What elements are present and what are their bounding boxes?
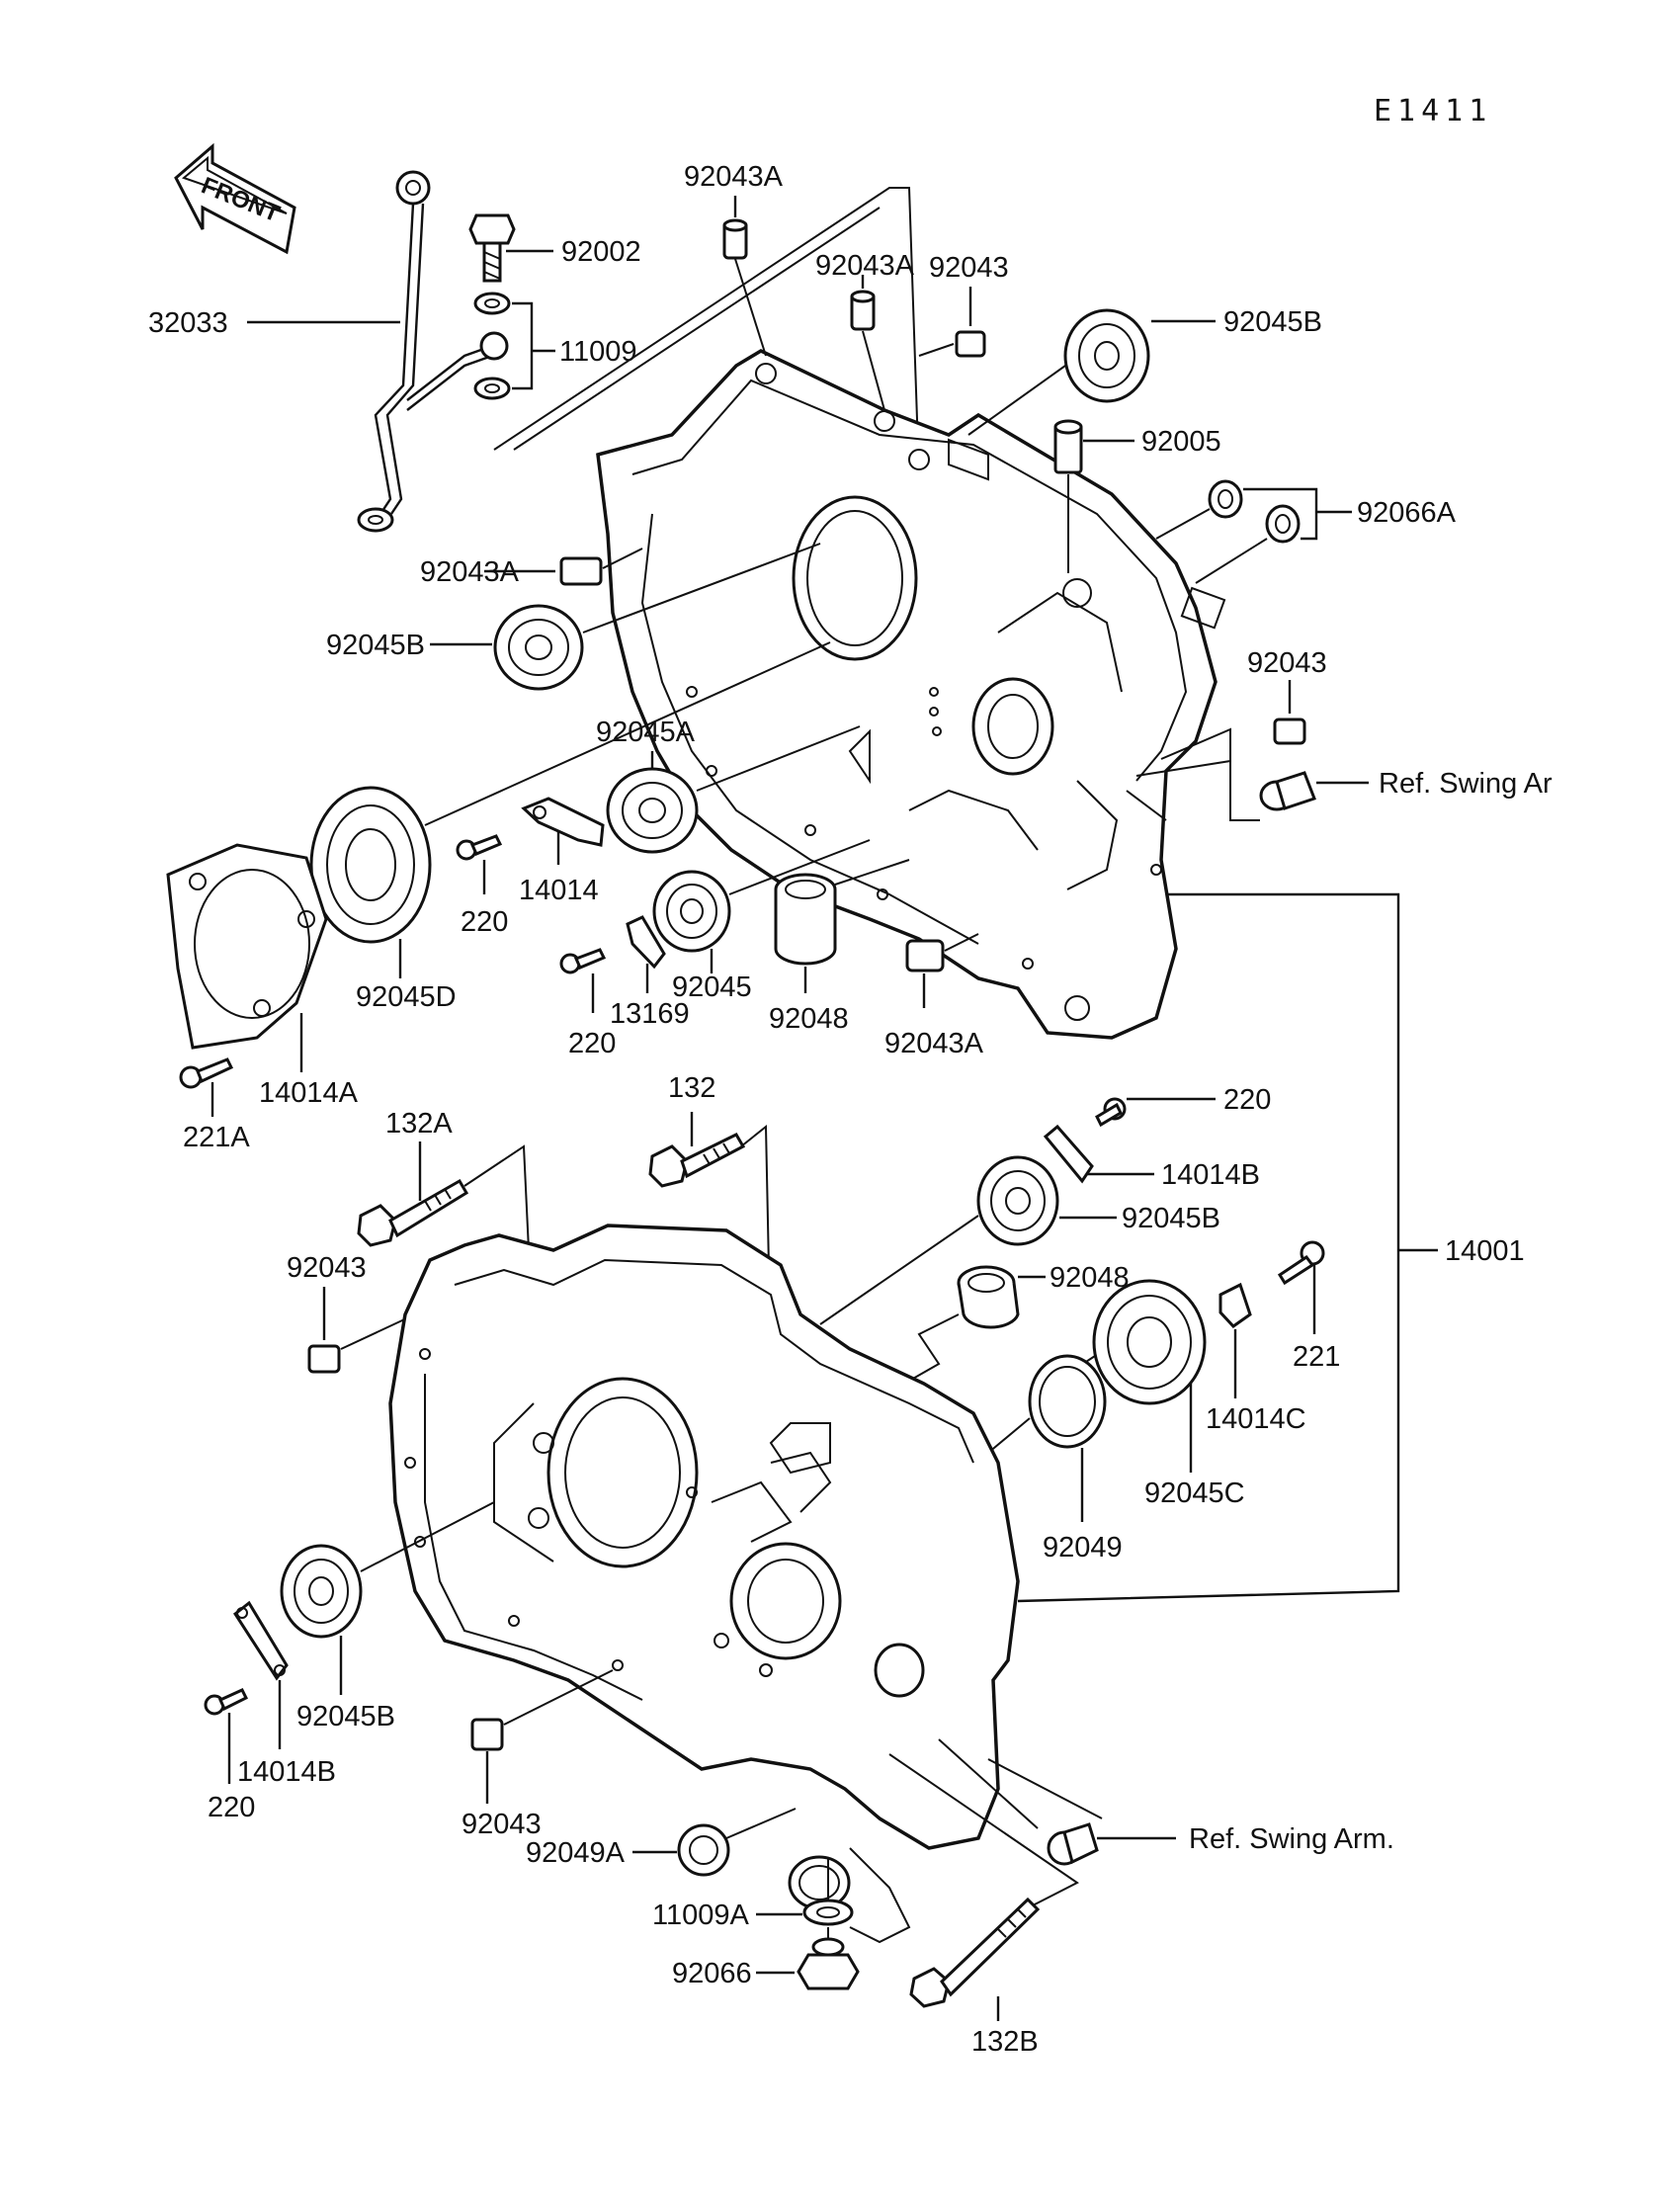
bearing-92045-part xyxy=(652,870,731,953)
label-220a: 220 xyxy=(461,906,508,938)
bearing-92045A-part xyxy=(606,767,699,854)
dowel-92043-right-part xyxy=(1273,718,1306,745)
label-92043-right: 92043 xyxy=(1247,647,1327,679)
label-221A: 221A xyxy=(183,1122,250,1153)
diagram-code: E1411 xyxy=(1374,94,1492,128)
label-92045C: 92045C xyxy=(1144,1478,1245,1509)
screw-221-part xyxy=(1277,1240,1325,1286)
dowel-92043-top-part xyxy=(955,330,986,358)
collar-ref-swing-upper-part xyxy=(1259,771,1316,811)
label-32033: 32033 xyxy=(148,307,228,339)
bearing-92045D-part xyxy=(309,786,432,944)
label-92043-left: 92043 xyxy=(287,1252,367,1284)
screw-220b-part xyxy=(559,948,607,974)
plate-14014-part xyxy=(521,797,605,847)
bolt-132-part xyxy=(648,1133,746,1188)
label-92049: 92049 xyxy=(1043,1532,1123,1563)
washers-11009-part xyxy=(473,292,511,400)
label-92045: 92045 xyxy=(672,972,752,1003)
upper-crankcase-part xyxy=(596,349,1226,1040)
pin-92005-part xyxy=(1053,419,1083,474)
washer-11009A-part xyxy=(802,1899,854,1926)
dowel-92043A-bot-part xyxy=(905,939,945,972)
label-14014A: 14014A xyxy=(259,1077,359,1109)
dowel-92043-bot-part xyxy=(470,1718,504,1751)
label-220b: 220 xyxy=(568,1028,616,1059)
bearing-92045C-part xyxy=(1092,1279,1207,1405)
label-221: 221 xyxy=(1293,1341,1340,1373)
bolt-132B-part xyxy=(909,1897,1041,2008)
label-92045B-bot: 92045B xyxy=(296,1701,395,1732)
dowel-92043A-top-part xyxy=(722,218,748,260)
plate-14014B-top-part xyxy=(1043,1124,1094,1184)
label-92045B-left: 92045B xyxy=(326,630,425,661)
screw-221A-part xyxy=(179,1057,234,1089)
label-132B: 132B xyxy=(971,2026,1039,2058)
label-132: 132 xyxy=(668,1072,715,1104)
label-14014C: 14014C xyxy=(1206,1403,1306,1435)
label-220d: 220 xyxy=(208,1792,255,1823)
label-92043A-mid: 92043A xyxy=(815,250,915,282)
label-92043A-top: 92043A xyxy=(684,161,784,193)
label-132A: 132A xyxy=(385,1108,453,1140)
cover-plate-14014A-part xyxy=(166,843,328,1050)
collar-92049A-part xyxy=(677,1823,730,1877)
dowel-92043A-mid-part xyxy=(850,290,876,331)
label-92002: 92002 xyxy=(561,236,641,268)
dowel-92043A-left-part xyxy=(559,556,603,586)
label-14001: 14001 xyxy=(1445,1235,1525,1267)
ref-swing-upper: Ref. Swing Ar xyxy=(1379,768,1553,800)
seal-92049-part xyxy=(1028,1354,1107,1449)
label-13169: 13169 xyxy=(610,998,690,1030)
label-11009A: 11009A xyxy=(652,1900,749,1931)
screw-220d-part xyxy=(204,1688,249,1716)
seals-92066A-part xyxy=(1208,479,1301,544)
plate-14014C-part xyxy=(1218,1282,1252,1328)
label-92066A: 92066A xyxy=(1357,497,1457,529)
label-92045B-top: 92045B xyxy=(1223,306,1322,338)
label-92048-mid: 92048 xyxy=(1050,1262,1130,1294)
label-92045D: 92045D xyxy=(356,981,457,1013)
plug-92066-part xyxy=(797,1937,860,1990)
lower-crankcase-part xyxy=(388,1224,1020,1944)
bearing-92045B-bot-part xyxy=(280,1544,363,1639)
screw-220c-part xyxy=(1095,1097,1127,1128)
label-92043-bot: 92043 xyxy=(462,1809,542,1840)
dowel-92043-left-part xyxy=(307,1344,341,1374)
label-92045B-mid: 92045B xyxy=(1122,1203,1220,1234)
label-11009: 11009 xyxy=(559,336,637,368)
bolt-92002-part xyxy=(468,213,516,283)
label-92043A-left: 92043A xyxy=(420,556,520,588)
ref-swing-lower: Ref. Swing Arm. xyxy=(1189,1823,1394,1855)
bearing-92045B-top-part xyxy=(1063,308,1150,403)
label-220c: 220 xyxy=(1223,1084,1271,1116)
bearing-92045B-left-part xyxy=(493,604,584,691)
label-14014: 14014 xyxy=(519,875,599,906)
label-92043-top: 92043 xyxy=(929,252,1009,284)
label-92043A-bot: 92043A xyxy=(884,1028,984,1059)
label-92049A: 92049A xyxy=(526,1837,626,1869)
label-14014B-top: 14014B xyxy=(1161,1159,1260,1191)
collar-ref-swing-lower-part xyxy=(1047,1822,1099,1866)
front-arrow-icon: FRONT xyxy=(174,142,296,255)
plate-14014B-bot-part xyxy=(232,1600,289,1681)
label-14014B-bot: 14014B xyxy=(237,1756,336,1788)
label-92066: 92066 xyxy=(672,1958,752,1989)
screw-220a-part xyxy=(456,834,503,861)
label-92005: 92005 xyxy=(1141,426,1221,458)
plate-13169-part xyxy=(626,915,666,970)
collar-92048-mid-part xyxy=(957,1265,1020,1329)
bearing-92045B-mid-part xyxy=(976,1155,1059,1246)
oil-hose-part xyxy=(357,170,509,533)
collar-92048-top-part xyxy=(774,873,837,966)
bolt-132A-part xyxy=(357,1178,469,1247)
label-92045A: 92045A xyxy=(596,717,696,748)
label-92048-top: 92048 xyxy=(769,1003,849,1035)
